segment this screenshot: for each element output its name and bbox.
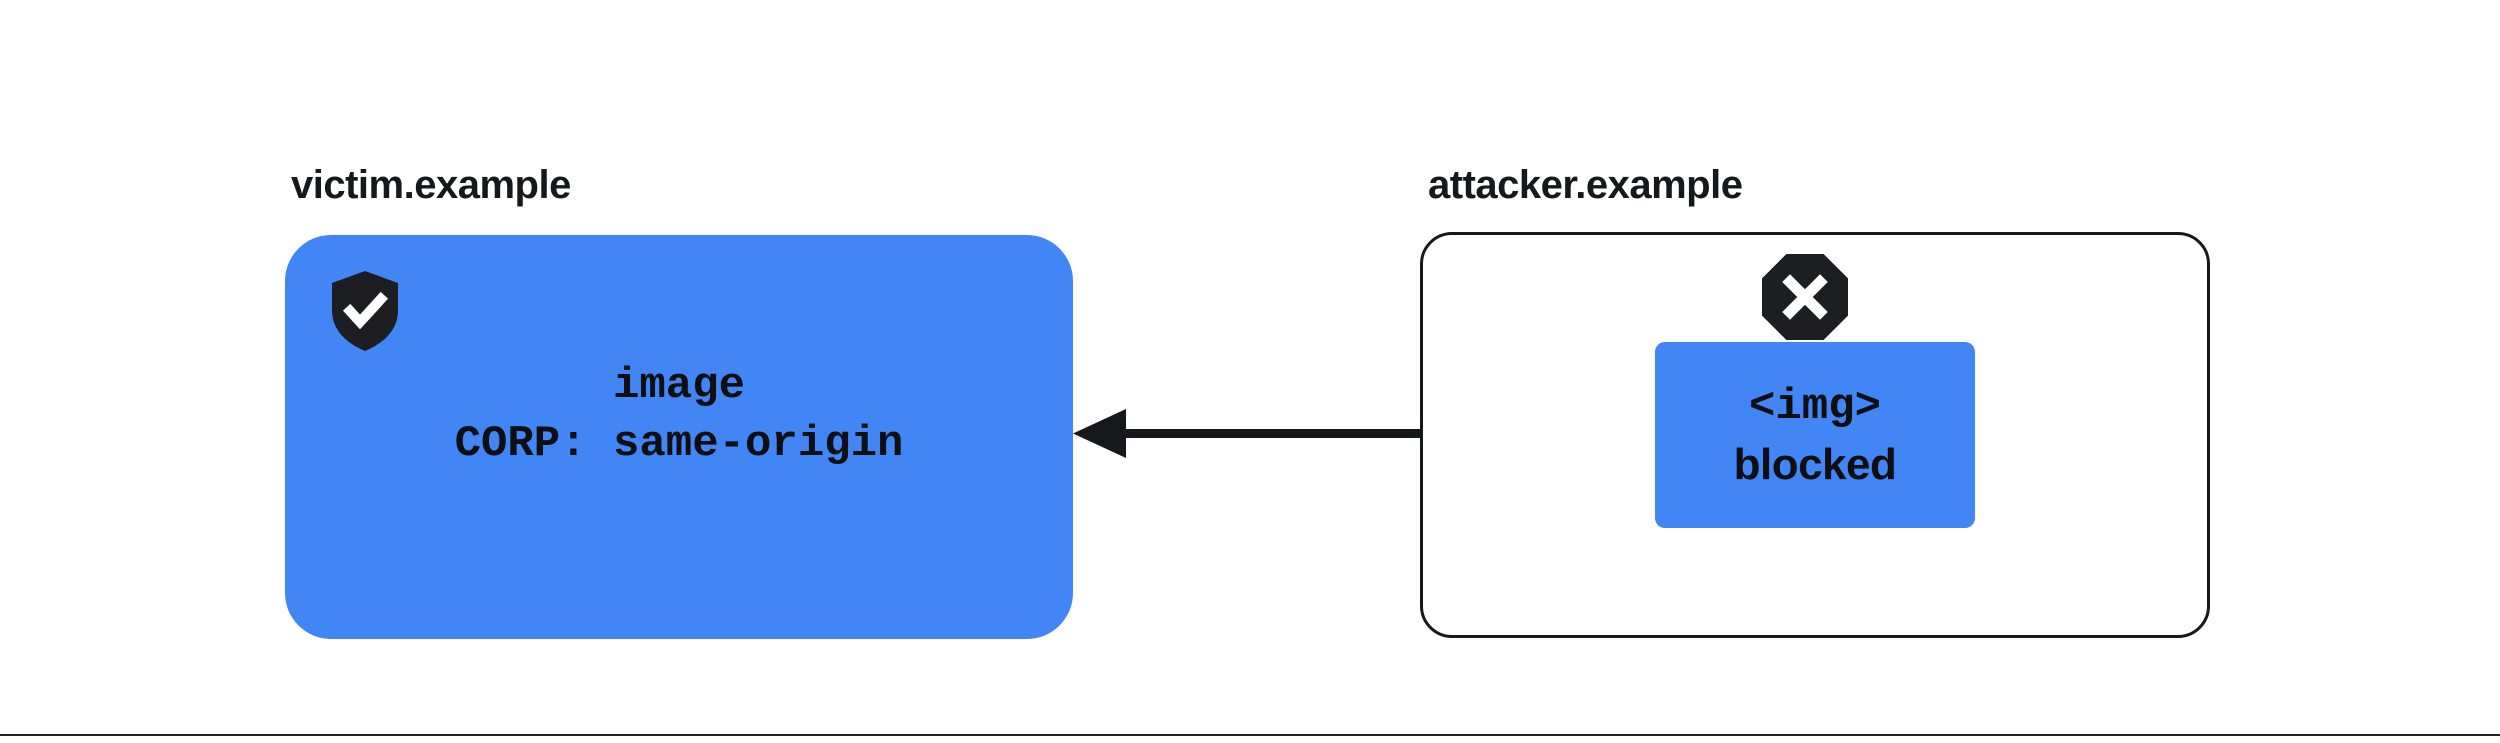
cross-origin-request-arrow [1060,398,1670,470]
attacker-img-element-box: <img> blocked [1655,342,1975,528]
victim-origin-label: victim.example [291,163,571,207]
attacker-block-status: blocked [1733,440,1897,489]
bottom-divider [0,734,2500,736]
blocked-octagon-icon [1760,252,1850,342]
victim-resource-name: image [612,361,746,411]
attacker-origin-label: attacker.example [1428,163,1743,207]
attacker-element-tag: <img> [1748,382,1882,432]
attacker-img-text: <img> blocked [1655,378,1975,494]
victim-resource-header: CORP: same-origin [454,419,904,469]
victim-resource-text: image CORP: same-origin [285,357,1073,473]
shield-check-icon [330,270,400,352]
victim-resource-box: image CORP: same-origin [285,235,1073,639]
